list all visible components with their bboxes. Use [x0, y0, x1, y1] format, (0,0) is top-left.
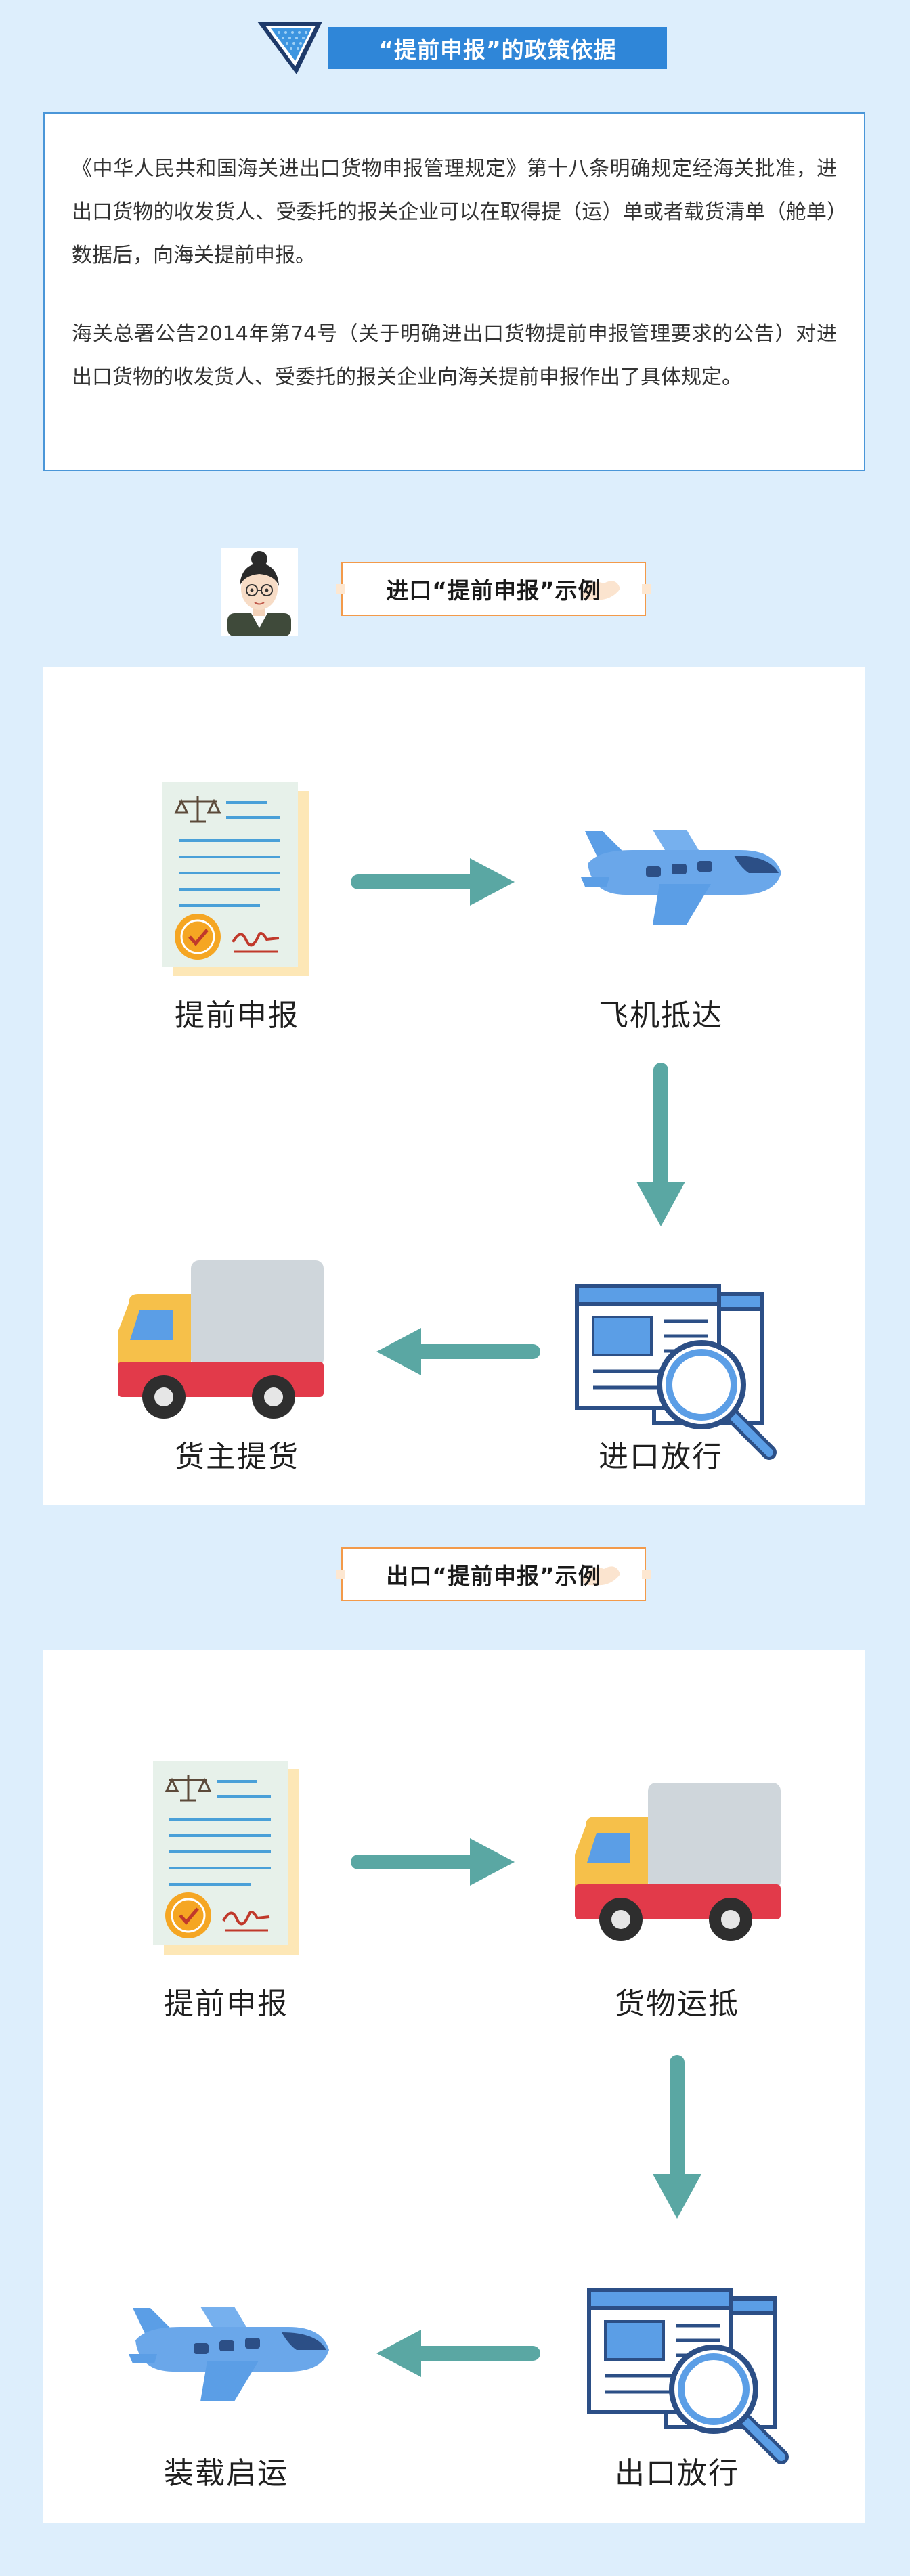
- airplane-icon: [129, 2307, 329, 2401]
- hand-decoration-icon: [581, 1566, 620, 1586]
- export-step-2: 货物运抵: [615, 1986, 739, 2021]
- import-step-3: 进口放行: [599, 1440, 723, 1474]
- export-section-title: 出口“提前申报”示例: [386, 1563, 601, 1589]
- hand-decoration-icon: [581, 581, 620, 600]
- policy-paragraph-1: 《中华人民共和国海关进出口货物申报管理规定》第十八条明确规定经海关批准，进出口货…: [72, 157, 837, 267]
- arrow-down-icon: [636, 1063, 685, 1226]
- delivery-truck-icon: [118, 1260, 324, 1419]
- export-step-1: 提前申报: [164, 1986, 288, 2021]
- avatar: [221, 548, 298, 636]
- policy-text-box: 《中华人民共和国海关进出口货物申报管理规定》第十八条明确规定经海关批准，进出口货…: [43, 112, 865, 471]
- arrow-right-icon: [351, 1838, 515, 1886]
- inspection-screen-icon: [587, 2288, 789, 2464]
- export-flow-panel: 提前申报 货物运抵 出口放行 装载启运: [43, 1650, 865, 2523]
- import-section-label: 进口“提前申报”示例: [336, 555, 651, 623]
- arrow-right-icon: [351, 858, 515, 906]
- arrow-left-icon: [376, 1328, 540, 1375]
- airplane-icon: [581, 830, 781, 925]
- page-title: “提前申报”的政策依据: [328, 27, 667, 69]
- import-flow-panel: 提前申报 飞机抵达 进口放行 货主提货: [43, 667, 865, 1505]
- import-section-title: 进口“提前申报”示例: [386, 577, 601, 604]
- delivery-truck-icon: [575, 1783, 781, 1941]
- arrow-down-icon: [653, 2055, 701, 2219]
- document-stamp-icon: [153, 1761, 299, 1955]
- export-step-3: 出口放行: [615, 2456, 739, 2491]
- title-triangle-icon: [257, 22, 322, 74]
- document-stamp-icon: [162, 782, 309, 976]
- export-step-4: 装载启运: [164, 2456, 288, 2491]
- import-step-1: 提前申报: [175, 998, 299, 1033]
- policy-paragraph-2: 海关总署公告2014年第74号（关于明确进出口货物提前申报管理要求的公告）对进出…: [72, 322, 837, 389]
- import-step-4: 货主提货: [175, 1440, 299, 1474]
- import-step-2: 飞机抵达: [599, 998, 723, 1033]
- avatar-cartoon-icon: [228, 551, 291, 636]
- arrow-left-icon: [376, 2330, 540, 2377]
- export-section-label: 出口“提前申报”示例: [336, 1540, 651, 1608]
- inspection-screen-icon: [575, 1284, 777, 1460]
